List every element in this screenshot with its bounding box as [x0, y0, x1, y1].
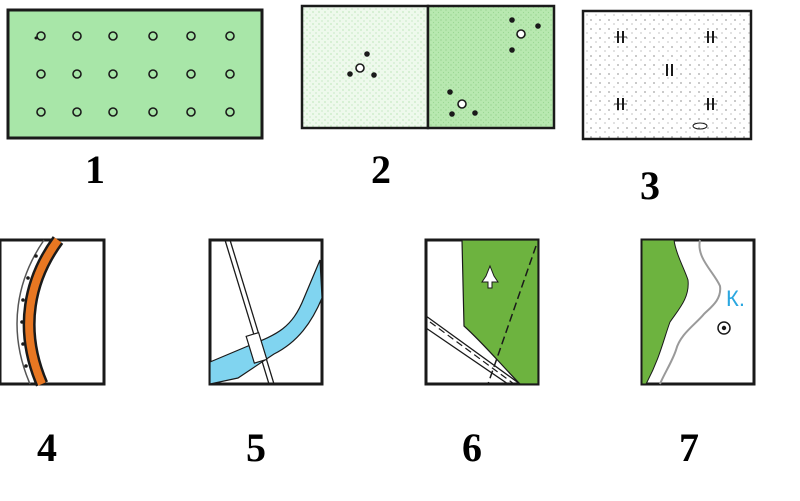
- forest-railway-symbol-panel: [424, 238, 540, 386]
- symbol-number-4: 4: [37, 425, 57, 470]
- orchard-symbol-panel: [6, 8, 264, 140]
- vegetable-garden-symbol: [581, 9, 753, 141]
- spring-symbol: К.: [640, 238, 756, 386]
- vegetable-garden-symbol-panel: [580, 8, 754, 142]
- orchard-symbol: [6, 8, 264, 140]
- symbol-number-5: 5: [246, 425, 266, 470]
- shrub-symbol-panel: [300, 4, 556, 130]
- symbol-number-7: 7: [679, 425, 699, 470]
- symbol-number-6: 6: [462, 425, 482, 470]
- symbol-number-3: 3: [640, 163, 660, 208]
- highway-symbol-panel: [0, 236, 108, 387]
- symbol-number-1: 1: [85, 147, 105, 192]
- spring-label: К.: [726, 286, 745, 311]
- highway-symbol: [0, 236, 106, 387]
- symbol-number-2: 2: [371, 147, 391, 192]
- forest-railway-symbol: [424, 238, 540, 386]
- shrub-symbol: [300, 4, 556, 130]
- spring-symbol-panel: К.: [640, 238, 756, 386]
- river-bridge-symbol: [208, 238, 324, 386]
- river-bridge-symbol-panel: [208, 238, 324, 386]
- orchard-circles: [36, 31, 235, 117]
